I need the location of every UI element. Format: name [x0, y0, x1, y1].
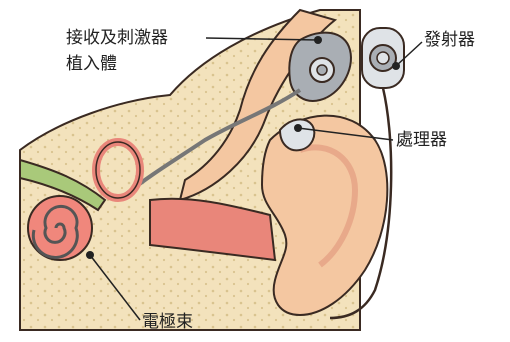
label-receiver-stimulator: 接收及刺激器	[66, 28, 168, 48]
label-transmitter: 發射器	[424, 30, 475, 50]
label-receiver-stimulator-implant: 植入體	[66, 54, 117, 74]
label-electrode-array: 電極束	[142, 312, 193, 332]
processor-unit	[280, 119, 314, 150]
label-processor: 處理器	[396, 130, 447, 150]
